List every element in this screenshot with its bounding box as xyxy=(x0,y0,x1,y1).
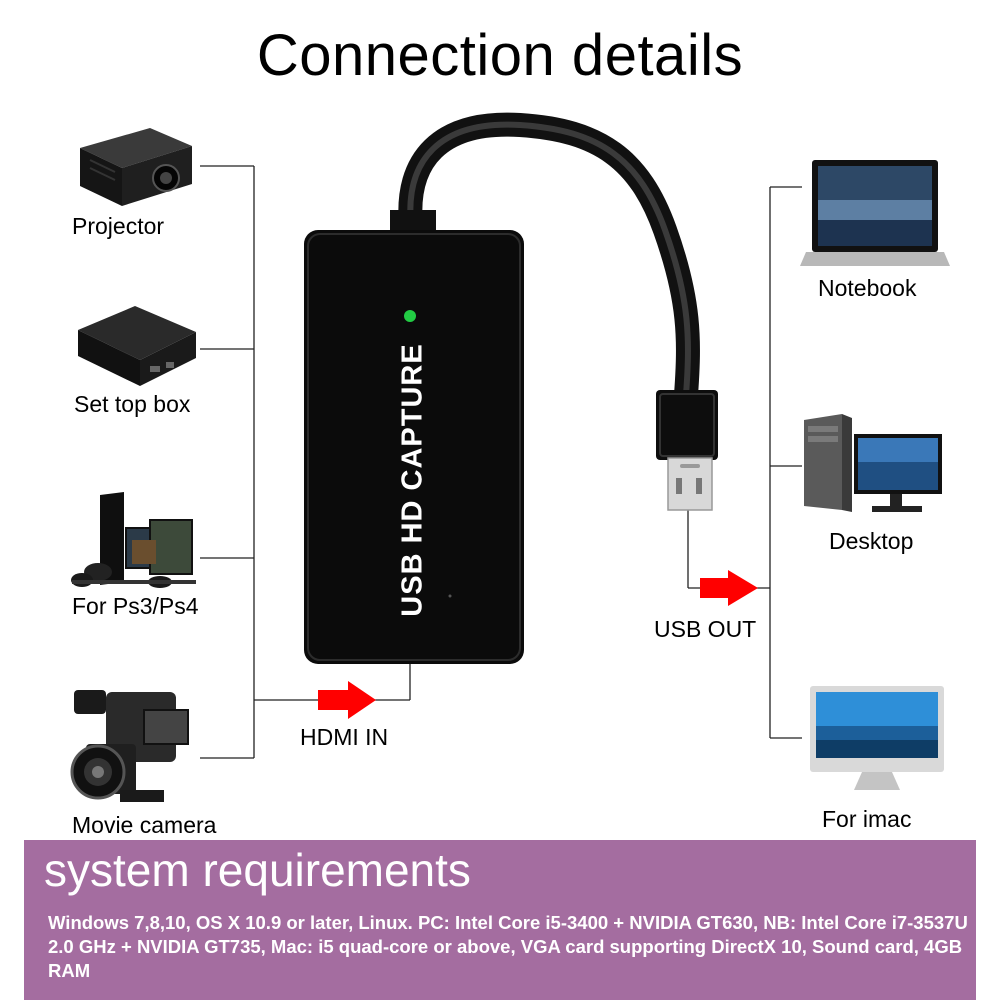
movie-camera-label: Movie camera xyxy=(72,812,217,838)
status-led xyxy=(404,310,416,322)
movie-camera-icon xyxy=(70,690,189,802)
requirements-panel xyxy=(24,840,976,1000)
page-title: Connection details xyxy=(256,23,744,88)
requirements-text: Windows 7,8,10, OS X 10.9 or later, Linu… xyxy=(48,912,968,981)
hdmi-in-label: HDMI IN xyxy=(300,724,389,750)
device-label: USB HD CAPTURE xyxy=(396,343,429,617)
game-console-icon xyxy=(71,492,196,588)
capture-device xyxy=(304,230,524,664)
imac-icon xyxy=(810,686,944,790)
notebook-label: Notebook xyxy=(818,275,917,301)
usb-plug xyxy=(656,390,718,511)
usb-out-label: USB OUT xyxy=(654,616,757,642)
set-top-box-label: Set top box xyxy=(74,391,191,417)
desktop-label: Desktop xyxy=(829,528,914,554)
set-top-box-icon xyxy=(78,306,196,386)
ps-label: For Ps3/Ps4 xyxy=(72,593,199,619)
usb-out-arrow xyxy=(700,570,758,606)
notebook-icon xyxy=(800,160,950,266)
projector-label: Projector xyxy=(72,213,165,239)
usb-cable xyxy=(398,112,700,407)
requirements-heading: system requirements xyxy=(44,844,471,896)
desktop-icon xyxy=(804,414,942,512)
hdmi-in-arrow xyxy=(318,681,376,719)
projector-icon xyxy=(80,128,192,206)
imac-label: For imac xyxy=(822,806,912,832)
